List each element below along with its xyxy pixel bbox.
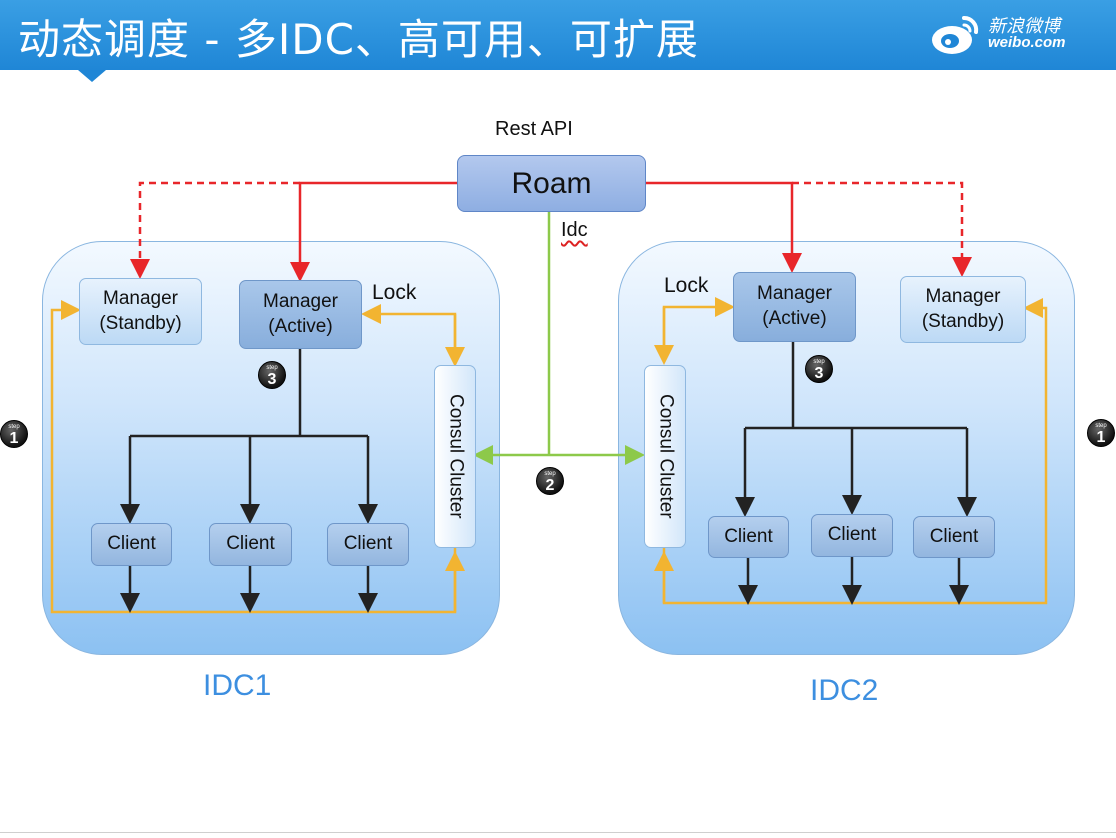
idc1-consul-cluster: Consul Cluster <box>434 365 476 548</box>
idc1-client-3: Client <box>327 523 409 566</box>
idc2-manager-active: Manager (Active) <box>733 272 856 342</box>
idc2-lock-label: Lock <box>664 274 709 297</box>
idc1-client-tree <box>120 349 378 613</box>
roam-links <box>130 181 972 282</box>
idc1-lock-links <box>50 300 465 614</box>
idc2-label: IDC2 <box>810 674 879 707</box>
idc2-client-3: Client <box>913 516 995 558</box>
idc1-label: IDC1 <box>203 669 272 702</box>
idc2-client-tree <box>735 342 977 605</box>
rest-api-label: Rest API <box>495 118 573 140</box>
idc2-consul-cluster: Consul Cluster <box>644 365 686 548</box>
roam-box: Roam <box>457 155 646 212</box>
footer-divider <box>0 832 1116 833</box>
header-notch <box>78 70 106 82</box>
idc1-manager-active: Manager (Active) <box>239 280 362 349</box>
slide-title: 动态调度 - 多IDC、高可用、可扩展 <box>18 15 699 64</box>
idc-links <box>473 212 645 465</box>
idc1-consul-label: Consul Cluster <box>445 394 467 519</box>
idc2-lock-links <box>654 297 1048 605</box>
weibo-logo-icon <box>932 15 979 54</box>
idc-link-label: Idc <box>561 219 588 241</box>
slide-header: 动态调度 - 多IDC、高可用、可扩展 新浪微博 weibo.com <box>0 0 1116 70</box>
logo-text: 新浪微博 <box>988 16 1060 36</box>
idc2-manager-standby: Manager (Standby) <box>900 276 1026 343</box>
logo-url: weibo.com <box>988 34 1066 51</box>
idc1-client-1: Client <box>91 523 172 566</box>
idc1-client-2: Client <box>209 523 292 566</box>
weibo-logo: 新浪微博 weibo.com <box>930 12 1100 58</box>
idc2-consul-label: Consul Cluster <box>655 394 677 519</box>
idc1-lock-label: Lock <box>372 281 417 304</box>
idc2-client-1: Client <box>708 516 789 558</box>
idc2-client-2: Client <box>811 514 893 557</box>
idc1-manager-standby: Manager (Standby) <box>79 278 202 345</box>
